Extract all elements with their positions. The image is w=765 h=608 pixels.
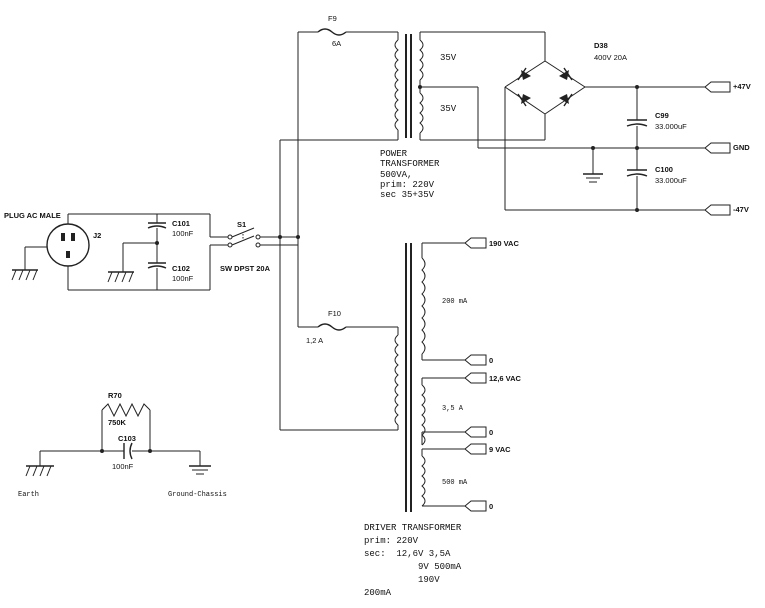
switch-s1-symbol (209, 214, 300, 290)
ground-symbol-psu (583, 173, 603, 183)
primary-wiring (279, 32, 398, 431)
capacitor-c101-c102 (122, 214, 167, 290)
terminal-12v6ac (464, 372, 487, 384)
bridge-ref: D38 (594, 41, 608, 50)
driver-title: DRIVER TRANSFORMER (364, 523, 462, 533)
terminal-9vac (464, 443, 487, 455)
power-transformer-title-1: POWER (380, 149, 408, 159)
earth-ground-plug (11, 269, 38, 281)
c99-ref: C99 (655, 111, 669, 120)
power-primary-coil (394, 39, 399, 131)
plug-label: PLUG AC MALE (4, 211, 61, 220)
w1-current-label: 200 mA (442, 298, 468, 306)
out-gnd-label: GND (733, 143, 750, 152)
w2-current-label: 3,5 A (442, 405, 464, 413)
terminal-neg47 (704, 204, 731, 216)
c102-value: 100nF (172, 274, 194, 283)
driver-sec-line2: 9V 500mA (418, 562, 462, 572)
w3-lo-label: 0 (489, 502, 493, 511)
w2-hi-label: 12,6 VAC (489, 374, 522, 383)
fuse-f10-symbol (317, 323, 347, 331)
r70-ref: R70 (108, 391, 122, 400)
chassis-label: Ground-Chassis (168, 491, 227, 499)
power-transformer-title-5: sec 35+35V (380, 190, 435, 200)
switch-value: SW DPST 20A (220, 264, 271, 273)
terminal-gnd (704, 142, 731, 154)
switch-ref: S1 (237, 220, 246, 229)
w1-lo-label: 0 (489, 356, 493, 365)
r70-value: 750K (108, 418, 127, 427)
terminal-190v-zero (464, 354, 487, 366)
terminal-12v6-zero (464, 426, 487, 438)
earth-ground-symbol (25, 465, 54, 477)
power-transformer-title-4: prim: 220V (380, 180, 435, 190)
power-transformer-title-2: TRANSFORMER (380, 159, 440, 169)
fuse-f9-value: 6A (332, 39, 341, 48)
c103-value: 100nF (112, 462, 134, 471)
c101-ref: C101 (172, 219, 190, 228)
resistor-r70 (101, 402, 151, 418)
terminal-9v-zero (464, 500, 487, 512)
driver-sec-line3: 190V (418, 575, 440, 585)
c100-value: 33.000uF (655, 176, 687, 185)
driver-transformer-section: F10 1,2 A 190 VAC 200 mA 0 12,6 VAC 3,5 … (298, 237, 522, 598)
fuse-f9-symbol (317, 28, 347, 36)
fuse-f10-ref: F10 (328, 309, 341, 318)
c101-value: 100nF (172, 229, 194, 238)
driver-winding-9v (421, 455, 426, 507)
bridge-value: 400V 20A (594, 53, 627, 62)
c99-value: 33.000uF (655, 122, 687, 131)
earth-chassis-section: R70 750K C103 100nF Earth Ground-Chassis (18, 391, 227, 499)
ground-c101-c102 (107, 271, 134, 283)
earth-label: Earth (18, 491, 39, 499)
power-secondary-coil-2 (419, 92, 424, 134)
chassis-ground-symbol (189, 465, 211, 475)
mains-input-section: PLUG AC MALE J2 (4, 211, 300, 291)
w3-hi-label: 9 VAC (489, 445, 511, 454)
w1-hi-label: 190 VAC (489, 239, 519, 248)
w2-lo-label: 0 (489, 428, 493, 437)
terminal-190vac (464, 237, 487, 249)
terminal-pos47 (704, 81, 731, 93)
power-transformer-section: F9 6A 35V 35V POWER TRANSFORMER 500VA, p… (298, 14, 545, 200)
fuse-f10-value: 1,2 A (306, 336, 323, 345)
rectifier-section: D38 400V 20A C99 33.000uF C100 33.000uF (478, 32, 751, 216)
capacitor-c100 (626, 173, 648, 177)
out-pos-label: +47V (733, 82, 751, 91)
driver-winding-190v (421, 257, 426, 355)
w3-current-label: 500 mA (442, 479, 468, 487)
fuse-f9-ref: F9 (328, 14, 337, 23)
driver-primary-coil (394, 334, 399, 426)
plug-ref: J2 (93, 231, 101, 240)
out-neg-label: -47V (733, 205, 749, 214)
driver-sec-line4: 200mA (364, 588, 392, 598)
power-secondary-coil-1 (419, 39, 424, 81)
capacitor-c99 (626, 123, 648, 127)
driver-prim: prim: 220V (364, 536, 419, 546)
ac-plug-symbol (24, 213, 210, 291)
power-sec2-label: 35V (440, 104, 457, 114)
power-transformer-title-3: 500VA, (380, 170, 412, 180)
c102-ref: C102 (172, 264, 190, 273)
power-sec1-label: 35V (440, 53, 457, 63)
driver-sec-line1: sec: 12,6V 3,5A (364, 549, 451, 559)
c103-ref: C103 (118, 434, 136, 443)
bridge-rectifier-d38 (504, 60, 586, 115)
c100-ref: C100 (655, 165, 673, 174)
